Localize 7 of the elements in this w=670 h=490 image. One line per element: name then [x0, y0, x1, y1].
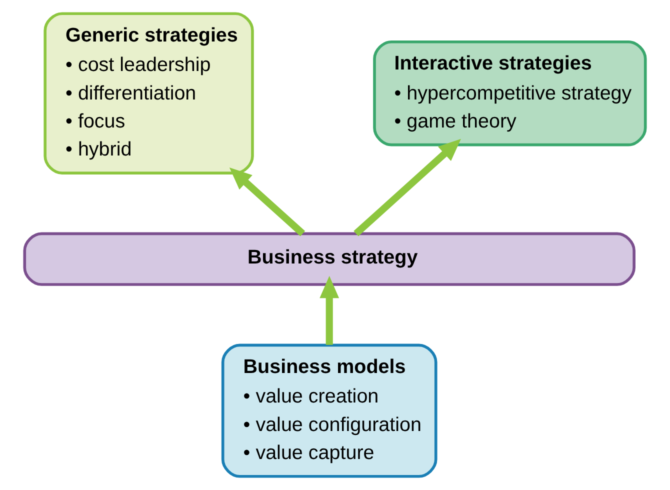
node-box: Business models • value creation • value configuration • value capture — [221, 344, 438, 478]
node-box: Interactive strategies • hypercompetitive strategy • game theory — [373, 40, 647, 146]
node-box: Business strategy — [23, 232, 636, 286]
arrow — [354, 138, 461, 236]
node-box: Generic strategies • cost leadership • differentiation • focus • hybrid — [44, 12, 254, 174]
arrow — [320, 276, 340, 345]
arrow — [229, 168, 306, 236]
